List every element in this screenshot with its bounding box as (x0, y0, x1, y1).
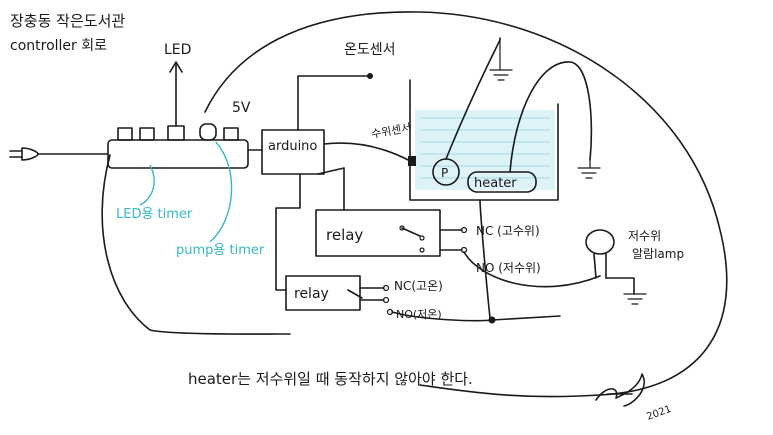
lamp-label: 저수위 알람lamp (628, 229, 684, 261)
relay-2-nc-label: NC(고온) (394, 279, 443, 293)
title-line-1: 장충동 작은도서관 (10, 12, 125, 30)
signature-year: 2021 (645, 404, 673, 423)
ground-icon-1 (489, 39, 513, 81)
relay-1-nc-label: NC (고수위) (476, 224, 540, 238)
relay-1-box (315, 209, 441, 257)
power-strip (107, 123, 249, 169)
arduino-label: arduino (268, 139, 317, 154)
level-sensor-label: 수위센서 (370, 121, 412, 141)
arduino-box (261, 129, 325, 175)
tank-water (415, 110, 555, 190)
power-plug-icon (9, 147, 39, 161)
led-label: LED (164, 42, 191, 58)
pump-timer-label: pump용 timer (176, 243, 265, 258)
water-lines (420, 117, 550, 179)
title-line-2: controller 회로 (10, 38, 107, 54)
5v-label: 5V (232, 100, 251, 116)
heater-box (467, 171, 537, 193)
bottom-note: heater는 저수위일 때 동작하지 않아야 한다. (188, 370, 473, 388)
heater-label: heater (474, 176, 517, 191)
relay-2-box (285, 275, 361, 311)
relay-2-label: relay (294, 286, 329, 302)
alarm-lamp-icon (585, 229, 615, 279)
relay-1-label: relay (326, 226, 363, 244)
temp-sensor-dot (367, 73, 373, 79)
led-arrow-icon (169, 61, 183, 73)
outer-loop-wire (101, 11, 728, 398)
ground-icon-3 (623, 293, 647, 305)
water-tank (409, 79, 559, 201)
signature-mark (595, 373, 645, 407)
led-timer-label: LED용 timer (116, 207, 193, 222)
pump-label: P (441, 166, 448, 180)
relay-1-no-label: NO (저수위) (476, 261, 541, 275)
temp-sensor-label: 온도센서 (344, 42, 396, 58)
level-sensor-body (408, 156, 416, 166)
ground-icon-2 (577, 159, 601, 179)
